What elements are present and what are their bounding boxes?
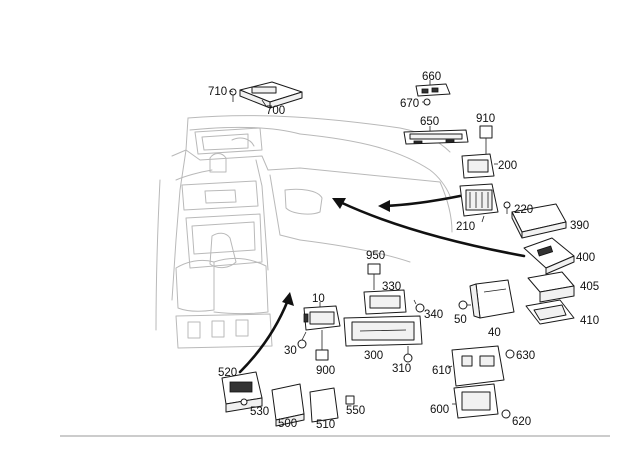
callout-50: 50 [454,314,467,326]
callout-700: 700 [266,105,285,117]
part-610-bracket [447,345,515,387]
part-550-clip [345,395,355,405]
callout-10: 10 [312,293,325,305]
callout-630: 630 [516,350,535,362]
callout-900: 900 [316,365,335,377]
part-300-display-unit [343,315,423,363]
part-910-connector [479,125,493,156]
part-700-module [228,81,303,109]
part-520-control-unit [221,371,263,413]
callout-510: 510 [316,419,335,431]
arrow-to-rear-seat [238,298,290,374]
callout-400: 400 [576,252,595,264]
callout-340: 340 [424,309,443,321]
part-330-module [363,289,425,315]
callout-550: 550 [346,405,365,417]
callout-410: 410 [580,315,599,327]
part-600-control-unit [452,383,511,419]
part-650-control-panel [403,126,469,145]
part-400-module [523,237,575,275]
part-40-control-unit [458,279,515,319]
callout-610: 610 [432,365,451,377]
callout-310: 310 [392,363,411,375]
part-950-connector [367,263,381,290]
callout-330: 330 [382,281,401,293]
arrow-to-passenger-footwell [338,200,526,258]
part-10-control-unit [297,302,341,361]
part-405-bracket [527,271,575,303]
callout-660: 660 [422,71,441,83]
callout-40: 40 [488,327,501,339]
callout-210: 210 [456,221,475,233]
callout-520: 520 [218,367,237,379]
callout-405: 405 [580,281,599,293]
part-660-bracket [415,80,451,106]
part-200-control-unit [461,153,498,179]
callout-620: 620 [512,416,531,428]
callout-220: 220 [514,204,533,216]
callout-390: 390 [570,220,589,232]
callout-500: 500 [278,418,297,430]
callout-30: 30 [284,345,297,357]
callout-910: 910 [476,113,495,125]
part-210-fuse-box [459,183,511,223]
callout-300: 300 [364,350,383,362]
callout-650: 650 [420,116,439,128]
callout-670: 670 [400,98,419,110]
arrow-to-dashboard [382,194,462,208]
part-390-module [511,203,567,239]
callout-710: 710 [208,86,227,98]
callout-600: 600 [430,404,449,416]
part-410-bracket [525,299,575,325]
callout-950: 950 [366,250,385,262]
callout-labels: 710 700 660 670 650 910 200 220 210 390 … [208,71,599,431]
part-510-module [309,387,339,423]
part-500-module [271,383,305,427]
callout-530: 530 [250,406,269,418]
location-arrows [238,194,526,374]
vehicle-interior-outline [155,115,453,349]
callout-200: 200 [498,160,517,172]
